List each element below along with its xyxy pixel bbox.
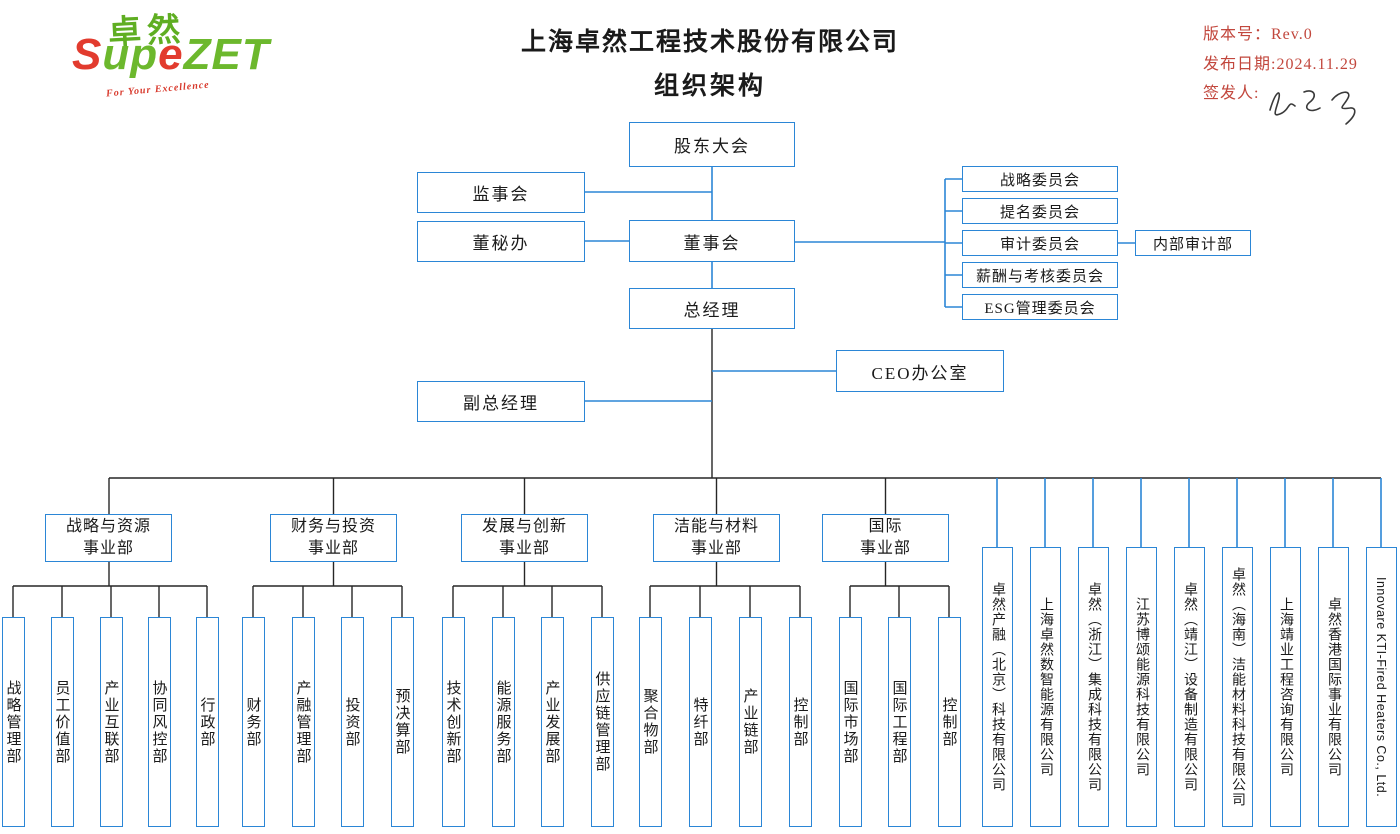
org-box-subsidiary-innovare-kti: Innovare KTI-Fired Heaters Co., Ltd. xyxy=(1365,547,1397,827)
logo-letters-zet: ZET xyxy=(183,30,270,79)
org-box-board-secretary-office: 董秘办 xyxy=(417,221,585,262)
org-box-dept-industry-chain: 产业链部 xyxy=(738,617,762,827)
org-box-dept-strategic-management: 战略管理部 xyxy=(1,617,25,827)
org-box-division-development-innovation: 发展与创新 事业部 xyxy=(461,514,588,562)
org-box-general-manager: 总经理 xyxy=(629,288,795,329)
version-label: 版本号：Rev.0 xyxy=(1203,26,1313,43)
org-box-audit-committee: 审计委员会 xyxy=(962,230,1118,256)
org-box-ceo-office: CEO办公室 xyxy=(836,350,1004,392)
org-box-supervisory-board: 监事会 xyxy=(417,172,585,213)
org-box-dept-energy-services: 能源服务部 xyxy=(491,617,515,827)
revision-meta-block: 版本号：Rev.0 发布日期:2024.11.29 签发人: xyxy=(1203,20,1358,109)
org-box-subsidiary-jiangsu-bosong-energy: 江苏博颂能源科技有限公司 xyxy=(1125,547,1157,827)
logo-letter-s: S xyxy=(72,30,103,79)
page-title: 上海卓然工程技术股份有限公司 组织架构 xyxy=(420,22,1000,102)
org-box-esg-management-committee: ESG管理委员会 xyxy=(962,294,1118,320)
org-box-subsidiary-zet-hainan-clean-materials: 卓然（海南）洁能材料科技有限公司 xyxy=(1221,547,1253,827)
org-box-board-of-directors: 董事会 xyxy=(629,220,795,262)
org-box-dept-budget-final-accounts: 预决算部 xyxy=(390,617,414,827)
org-box-dept-international-engineering: 国际工程部 xyxy=(887,617,911,827)
org-box-subsidiary-zet-zhejiang-integration: 卓然（浙江）集成科技有限公司 xyxy=(1077,547,1109,827)
org-box-compensation-assessment-committee: 薪酬与考核委员会 xyxy=(962,262,1118,288)
org-box-dept-finance: 财务部 xyxy=(241,617,265,827)
org-box-dept-investment: 投资部 xyxy=(340,617,364,827)
org-box-division-finance-investment: 财务与投资 事业部 xyxy=(270,514,397,562)
org-box-subsidiary-shanghai-zet-digital-energy: 上海卓然数智能源有限公司 xyxy=(1029,547,1061,827)
org-box-division-strategy-resources: 战略与资源 事业部 xyxy=(45,514,172,562)
org-box-dept-supply-chain-management: 供应链管理部 xyxy=(590,617,614,827)
org-box-dept-special-fiber: 特纤部 xyxy=(688,617,712,827)
org-box-dept-tech-innovation: 技术创新部 xyxy=(441,617,465,827)
org-box-division-clean-energy-materials: 洁能与材料 事业部 xyxy=(653,514,780,562)
org-box-subsidiary-zet-hongkong-international: 卓然香港国际事业有限公司 xyxy=(1317,547,1349,827)
org-box-subsidiary-shanghai-jingye-consulting: 上海靖业工程咨询有限公司 xyxy=(1269,547,1301,827)
signature xyxy=(1269,90,1356,125)
org-box-shareholders-meeting: 股东大会 xyxy=(629,122,795,167)
org-box-dept-employee-value: 员工价值部 xyxy=(50,617,74,827)
signer-label: 签发人: xyxy=(1203,85,1260,103)
org-box-strategy-committee: 战略委员会 xyxy=(962,166,1118,192)
company-logo: 卓然 SupeZET For Your Excellence xyxy=(72,6,292,104)
chart-name-title: 组织架构 xyxy=(653,73,766,100)
org-box-dept-international-market: 国际市场部 xyxy=(838,617,862,827)
org-box-division-international: 国际 事业部 xyxy=(822,514,949,562)
org-box-dept-industry-finance-management: 产融管理部 xyxy=(291,617,315,827)
org-box-dept-industry-interconnect: 产业互联部 xyxy=(99,617,123,827)
logo-tagline: For Your Excellence xyxy=(105,79,211,100)
org-box-dept-administration: 行政部 xyxy=(195,617,219,827)
org-box-dept-industry-development: 产业发展部 xyxy=(540,617,564,827)
org-box-dept-control-2: 控制部 xyxy=(937,617,961,827)
logo-wordmark: SupeZET xyxy=(72,30,270,80)
org-box-subsidiary-zet-finance-beijing: 卓然产融（北京）科技有限公司 xyxy=(981,547,1013,827)
org-box-deputy-general-manager: 副总经理 xyxy=(417,381,585,422)
logo-letters-up: up xyxy=(102,30,159,79)
release-date-label: 发布日期:2024.11.29 xyxy=(1203,55,1358,73)
org-box-dept-polymer: 聚合物部 xyxy=(638,617,662,827)
org-box-dept-control-1: 控制部 xyxy=(788,617,812,827)
company-name-title: 上海卓然工程技术股份有限公司 xyxy=(520,29,899,56)
logo-letter-e: e xyxy=(158,30,184,79)
org-box-nomination-committee: 提名委员会 xyxy=(962,198,1118,224)
org-box-subsidiary-zet-jingjiang-equipment: 卓然（靖江）设备制造有限公司 xyxy=(1173,547,1205,827)
org-box-dept-collaborative-risk-control: 协同风控部 xyxy=(147,617,171,827)
org-box-internal-audit-dept: 内部审计部 xyxy=(1135,230,1251,256)
